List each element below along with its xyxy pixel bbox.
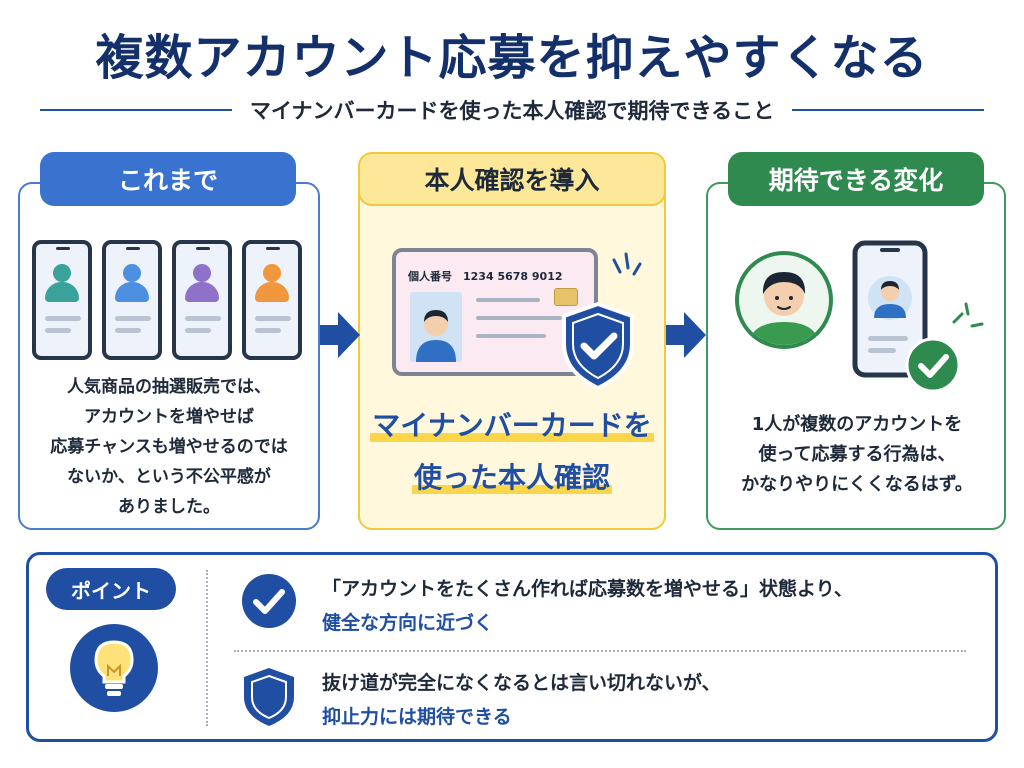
panel-after-heading: 期待できる変化 (728, 152, 984, 206)
point-item-2: 抜け道が完全になくなるとは言い切れないが、 抑止力には期待できる (322, 666, 721, 734)
panel-after-text: 1人が複数のアカウントを 使って応募する行為は、 かなりやりにくくなるはず。 (712, 410, 1002, 500)
sparkle-lines-icon (612, 252, 642, 276)
card-number-label: 個人番号 1234 5678 9012 (408, 270, 563, 283)
sparkle-lines-icon (952, 302, 984, 328)
page-title: 複数アカウント応募を抑えやすくなる (95, 30, 929, 86)
phone-icon (102, 240, 162, 360)
shield-icon (244, 668, 294, 726)
arrow-right-icon (320, 312, 360, 358)
subtitle: マイナンバーカードを使った本人確認で期待できること (249, 99, 775, 123)
person-blue-icon (123, 264, 141, 282)
point-item-2-line1: 抜け道が完全になくなるとは言い切れないが、 (322, 672, 721, 694)
person-photo-icon (416, 310, 456, 362)
phone-icon (32, 240, 92, 360)
panel-intro-highlight: マイナンバーカードを 使った本人確認 (362, 400, 662, 504)
person-teal-icon (53, 264, 71, 282)
panel-intro-heading: 本人確認を導入 (358, 152, 666, 206)
phone-icon (172, 240, 232, 360)
highlight-line: 使った本人確認 (411, 461, 612, 494)
divider-horizontal (234, 650, 966, 652)
text-line: 1人が複数のアカウントを (751, 414, 963, 435)
text-line: 使って応募する行為は、 (758, 444, 956, 465)
divider-vertical (206, 570, 208, 726)
highlight-line: マイナンバーカードを (370, 409, 654, 442)
phone-icon (242, 240, 302, 360)
point-item-1-line1: 「アカウントをたくさん作れば応募数を増やせる」状態より、 (322, 578, 853, 600)
card-photo (410, 292, 462, 362)
subtitle-line-right (792, 109, 985, 111)
text-line: かなりやりにくくなるはず。 (741, 474, 973, 495)
person-purple-icon (193, 264, 211, 282)
check-circle-icon (242, 574, 296, 628)
text-line: 応募チャンスも増やせるのでは (50, 437, 288, 457)
shield-check-icon (562, 301, 634, 391)
phones-group (32, 240, 302, 362)
lightbulb-badge (70, 624, 158, 712)
subtitle-row: マイナンバーカードを使った本人確認で期待できること (40, 92, 985, 128)
smartphone-icon (852, 240, 928, 378)
text-line: アカウントを増やせば (84, 407, 254, 427)
point-item-1-line2: 健全な方向に近づく (322, 612, 494, 634)
card-chip (554, 288, 578, 306)
point-item-2-line2: 抑止力には期待できる (322, 706, 512, 728)
person-avatar-icon (735, 251, 833, 349)
point-box (26, 552, 998, 742)
panel-before-text: 人気商品の抽選販売では、 アカウントを増やせば 応募チャンスも増やせるのでは な… (24, 372, 314, 522)
point-item-1: 「アカウントをたくさん作れば応募数を増やせる」状態より、 健全な方向に近づく (322, 572, 853, 640)
check-circle-icon (905, 337, 961, 393)
text-line: 人気商品の抽選販売では、 (67, 377, 271, 397)
subtitle-line-left (40, 109, 232, 111)
panel-before-heading: これまで (40, 152, 296, 206)
person-orange-icon (263, 264, 281, 282)
text-line: ありました。 (118, 497, 220, 517)
text-line: ないか、という不公平感が (67, 467, 271, 487)
arrow-right-icon (666, 312, 706, 358)
point-badge: ポイント (46, 568, 176, 610)
lightbulb-icon (94, 640, 134, 696)
